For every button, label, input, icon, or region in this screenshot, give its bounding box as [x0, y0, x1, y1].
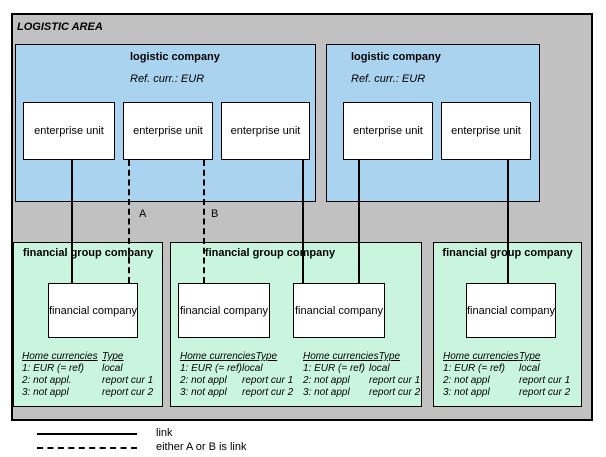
currency-row: 1: EUR (= ref) local [443, 363, 540, 374]
currency-row: 3: not appl report cur 2 [180, 387, 294, 398]
currency-row: 1: EUR (= ref) local [22, 363, 123, 374]
link-line-unit4-to-group2 [358, 160, 360, 283]
currency-table-3: Home currencies Type 1: EUR (= ref) loca… [303, 351, 420, 399]
logistic-company-2-title: logistic company [351, 51, 441, 63]
financial-group-2-title: financial group company [204, 247, 336, 259]
currency-table-header: Home currencies Type [443, 351, 541, 362]
legend-solid-line [37, 433, 137, 435]
logistic-company-1-ref-currency: Ref. curr.: EUR [130, 73, 205, 85]
link-label-a: A [139, 208, 147, 220]
currency-table-1: Home currencies Type 1: EUR (= ref) loca… [22, 351, 153, 399]
logistic-company-1-title: logistic company [130, 51, 220, 63]
financial-company-2: financial company [178, 283, 270, 338]
link-line-b [203, 160, 205, 283]
currency-row: 2: not appl report cur 1 [443, 375, 571, 386]
link-line-a [128, 160, 130, 283]
currency-table-4: Home currencies Type 1: EUR (= ref) loca… [443, 351, 570, 399]
currency-table-header: Home currencies Type [22, 351, 124, 362]
legend-dashed-label: either A or B is link [156, 441, 247, 453]
currency-table-header: Home currencies Type [303, 351, 401, 362]
currency-row: 3: not appl report cur 2 [303, 387, 421, 398]
currency-row: 2: not appl report cur 1 [303, 375, 421, 386]
logistic-company-2-ref-currency: Ref. curr.: EUR [351, 73, 426, 85]
financial-company-3: financial company [293, 283, 385, 338]
currency-row: 2: not appl. report cur 1 [22, 375, 154, 386]
legend-solid-label: link [156, 427, 173, 439]
currency-row: 1: EUR (= ref) local [180, 363, 263, 374]
financial-company-1: financial company [48, 283, 138, 338]
currency-row: 3: not appl report cur 2 [443, 387, 571, 398]
currency-table-header: Home currencies Type [180, 351, 278, 362]
currency-row: 3: not appl report cur 2 [22, 387, 154, 398]
enterprise-unit-1: enterprise unit [23, 102, 115, 160]
currency-table-2: Home currencies Type 1: EUR (= ref) loca… [180, 351, 293, 399]
link-label-b: B [211, 208, 219, 220]
enterprise-unit-5: enterprise unit [441, 102, 531, 160]
financial-company-4: financial company [466, 283, 556, 338]
financial-group-1-title: financial group company [22, 247, 154, 259]
logistic-area-title: LOGISTIC AREA [17, 21, 103, 33]
currency-row: 2: not appl report cur 1 [180, 375, 294, 386]
link-line-unit1-to-group1 [71, 160, 73, 283]
link-line-unit5-to-group3 [507, 160, 509, 283]
enterprise-unit-4: enterprise unit [343, 102, 433, 160]
enterprise-unit-3: enterprise unit [221, 102, 310, 160]
link-line-unit3-to-group2 [302, 160, 304, 283]
enterprise-unit-2: enterprise unit [123, 102, 213, 160]
legend-dashed-line [37, 447, 137, 449]
currency-row: 1: EUR (= ref) local [303, 363, 390, 374]
